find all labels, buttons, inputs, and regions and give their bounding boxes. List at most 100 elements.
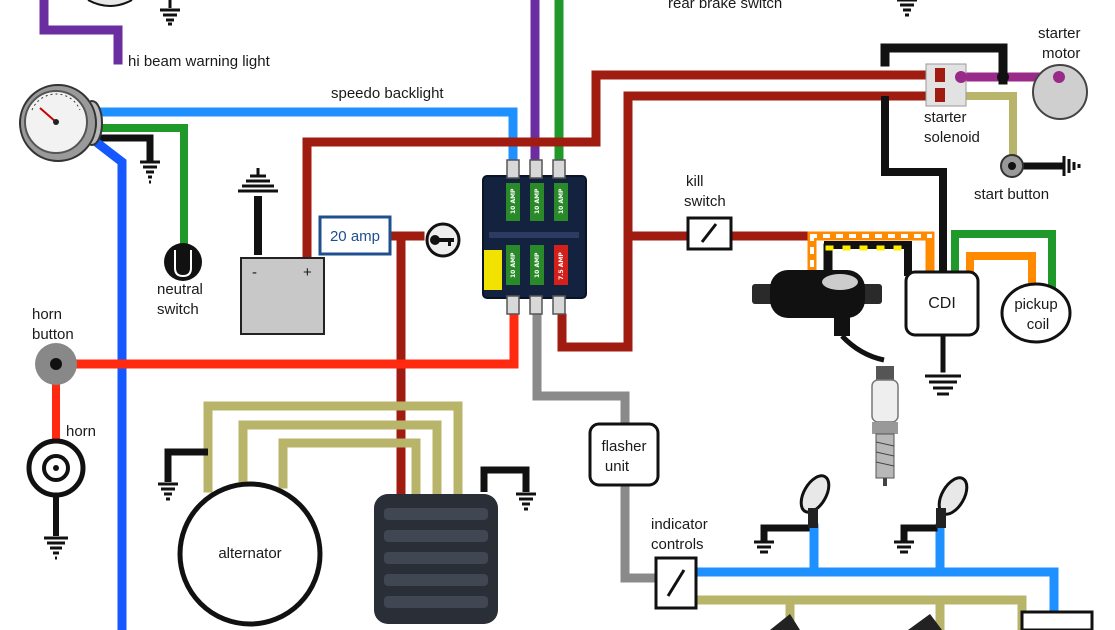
pickup-coil-icon	[1000, 282, 1072, 344]
ignition-key-icon	[425, 222, 461, 258]
battery-negative-label: -	[252, 264, 257, 281]
kill-switch-wire	[557, 91, 948, 352]
ground-symbol-cdi	[925, 374, 961, 396]
rear-brake-switch-label: rear brake switch	[668, 0, 782, 12]
starter-motor-label-line2: motor	[1042, 45, 1080, 62]
pickup-coil-label-line2: coil	[1027, 316, 1050, 333]
svg-text:10 AMP: 10 AMP	[510, 252, 517, 278]
pickup-coil-label-line1: pickup	[1014, 296, 1057, 313]
rear-indicator-right-fragment	[908, 614, 942, 630]
blue-left-wire	[93, 138, 127, 630]
rear-indicator-left-fragment	[770, 614, 800, 630]
fuse-top-2: 10 AMP	[530, 183, 544, 221]
cdi-green-wire	[951, 230, 1056, 289]
ground-symbol-top-left	[160, 0, 180, 26]
kill-switch-label-line1: kill	[686, 173, 704, 190]
battery: - +	[240, 257, 325, 335]
speedo-ground-wire	[96, 134, 154, 164]
starter-solenoid-label-line1: starter	[924, 109, 967, 126]
fuse-bottom-3: 7.5 AMP	[554, 245, 568, 285]
alternator-wire-1	[203, 401, 463, 501]
ground-symbol-regulator	[480, 466, 536, 511]
horn-label: horn	[66, 423, 96, 440]
cdi-orange-wire	[966, 252, 1036, 289]
svg-text:10 AMP: 10 AMP	[510, 188, 517, 214]
regulator-rectifier-icon	[374, 494, 498, 624]
solenoid-to-cdi-wire	[881, 96, 947, 276]
ground-symbol-alternator	[158, 448, 208, 501]
ignition-coil-icon	[752, 270, 885, 363]
battery-positive-wire	[302, 70, 948, 260]
fuse-top-3: 10 AMP	[554, 183, 568, 221]
indicator-controls-label-line1: indicator	[651, 516, 708, 533]
speedo-backlight-wire	[95, 107, 518, 170]
ground-symbol-speedo	[140, 160, 160, 184]
indicator-controls-switch	[654, 556, 698, 610]
flasher-out-wire	[620, 479, 661, 583]
neutral-switch-label-line1: neutral	[157, 281, 203, 298]
spark-plug-icon	[871, 366, 899, 486]
ground-symbol-start-button	[1062, 156, 1081, 176]
indicator-lamp-icon-1	[799, 474, 831, 528]
fuse-box: 10 AMP 10 AMP 10 AMP 10 AMP 10 AMP 7.5 A…	[482, 159, 587, 315]
kill-switch	[686, 216, 733, 251]
indicator-blue-wire	[691, 523, 1059, 630]
neutral-switch-label-line2: switch	[157, 301, 199, 318]
starter-motor-icon	[1032, 64, 1088, 120]
headlight-icon	[87, 0, 133, 7]
flasher-unit	[588, 422, 660, 487]
flasher-unit-label-line1: flasher	[601, 438, 646, 455]
ground-symbol-horn	[44, 496, 68, 560]
indicator-olive-wire	[691, 595, 1027, 630]
rear-indicator-fragment	[1020, 610, 1094, 630]
start-button-label: start button	[974, 186, 1049, 203]
svg-text:10 AMP: 10 AMP	[534, 188, 541, 214]
starter-motor-label-line1: starter	[1038, 25, 1081, 42]
neutral-green-wire	[96, 124, 188, 249]
flasher-unit-label-line2: unit	[605, 458, 630, 475]
speedo-backlight-label: speedo backlight	[331, 85, 444, 102]
cdi-box	[904, 270, 980, 337]
alternator-label: alternator	[218, 545, 281, 562]
horn-button-wire	[71, 313, 519, 369]
hi-beam-wire	[39, 0, 123, 65]
alternator-icon	[177, 481, 323, 627]
kill-switch-label-line2: switch	[684, 193, 726, 210]
horn-button-label-line1: horn	[32, 306, 62, 323]
fuse-top-1: 10 AMP	[506, 183, 520, 221]
main-fuse-label: 20 amp	[330, 228, 380, 245]
coil-orange-dots	[810, 234, 932, 268]
indicator-lamp-icon-2	[936, 476, 969, 528]
start-button-wire	[954, 92, 1017, 164]
horn-button-icon	[35, 343, 77, 385]
fuse-bottom-1: 10 AMP	[506, 245, 520, 285]
speedometer-icon	[19, 84, 103, 162]
fuse-bottom-2: 10 AMP	[530, 245, 544, 285]
starter-solenoid	[925, 63, 1009, 107]
ground-symbol-top-right	[897, 0, 917, 17]
horn-button-label-line2: button	[32, 326, 74, 343]
solenoid-ground-wire	[880, 43, 1008, 85]
flasher-wire	[532, 313, 630, 431]
starter-motor-terminal	[1053, 71, 1065, 83]
alternator-wire-3	[278, 438, 421, 501]
main-fuse: 20 amp	[318, 215, 392, 256]
alternator-wire-2	[238, 420, 442, 501]
coil-to-cdi-wire	[824, 241, 912, 276]
ground-symbol-battery	[238, 168, 278, 255]
starter-solenoid-label-line2: solenoid	[924, 129, 980, 146]
svg-text:7.5 AMP: 7.5 AMP	[558, 252, 565, 280]
battery-positive-label: +	[303, 264, 312, 281]
svg-text:10 AMP: 10 AMP	[558, 188, 565, 214]
indicator-controls-label-line2: controls	[651, 536, 704, 553]
svg-text:10 AMP: 10 AMP	[534, 252, 541, 278]
neutral-switch-icon	[164, 243, 202, 281]
start-button-icon	[1000, 154, 1024, 178]
ground-symbol-indicator-1	[754, 540, 774, 554]
cdi-label: CDI	[928, 295, 956, 312]
ground-symbol-indicator-2	[894, 540, 914, 554]
indicator-ground-wire-2	[900, 524, 938, 544]
indicator-ground-wire-1	[760, 524, 810, 544]
